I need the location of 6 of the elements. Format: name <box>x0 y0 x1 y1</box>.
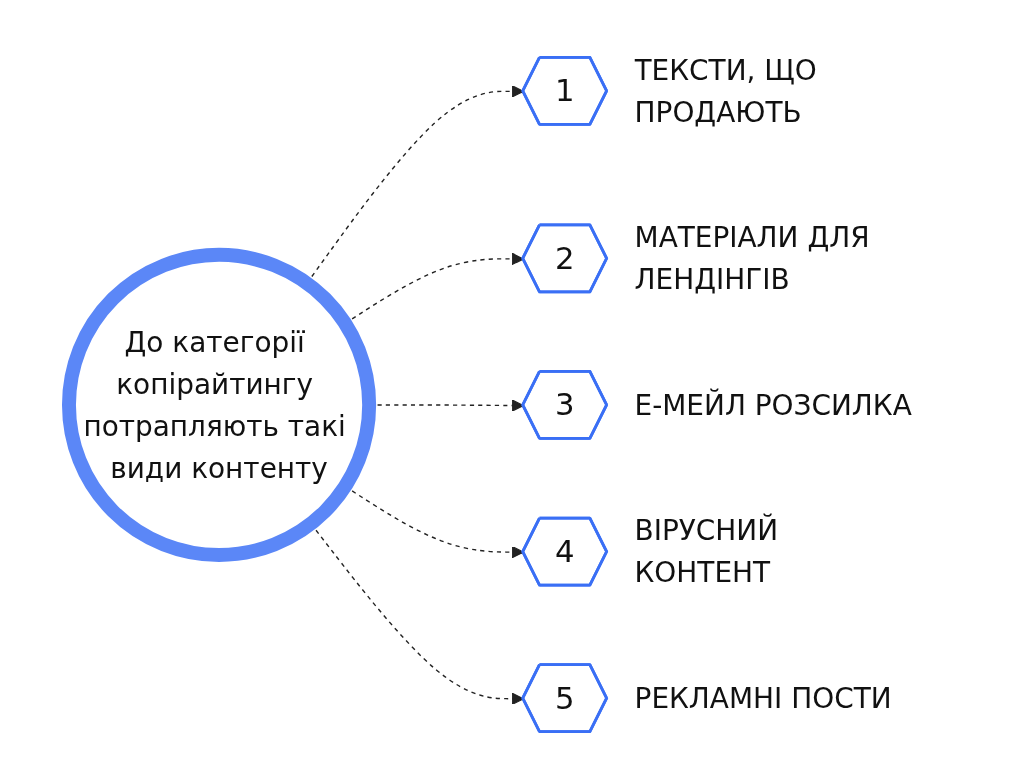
node-label: Е-МЕЙЛ РОЗСИЛКА <box>634 388 912 422</box>
node-label: ВІРУСНИЙ КОНТЕНТ <box>634 513 778 590</box>
node-label: РЕКЛАМНІ ПОСТИ <box>634 681 892 715</box>
node-label: ТЕКСТИ, ЩО ПРОДАЮТЬ <box>634 53 817 129</box>
node-label: МАТЕРІАЛИ ДЛЯ ЛЕНДІНГІВ <box>634 220 870 297</box>
node-circle: До категорії копірайтингу потрапляють такі види контенту <box>61 247 376 562</box>
